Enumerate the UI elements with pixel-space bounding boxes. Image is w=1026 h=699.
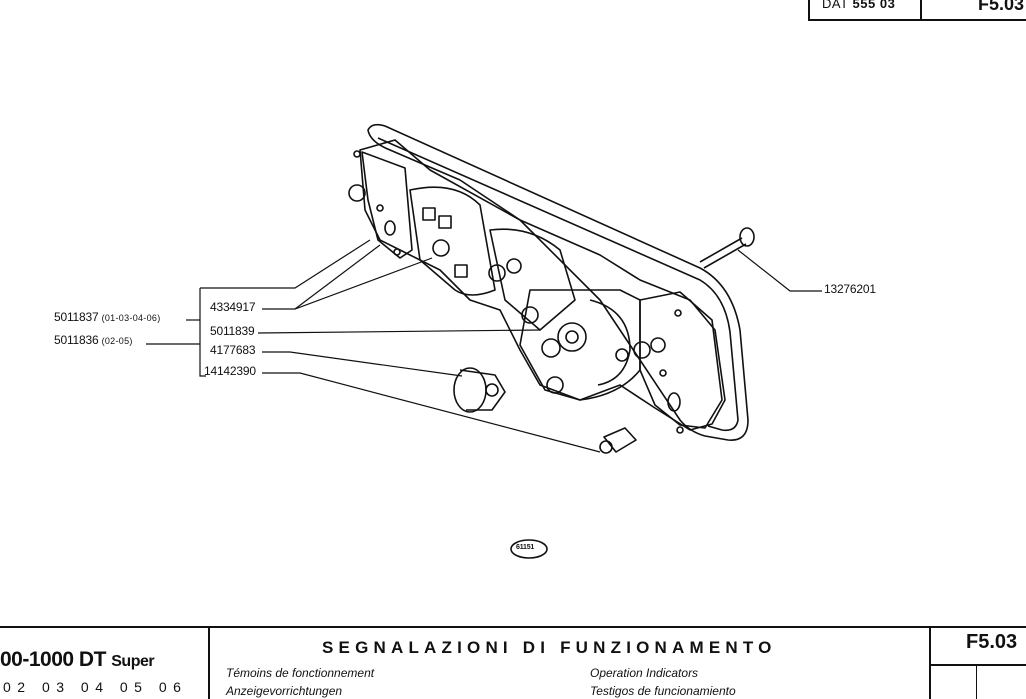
callout-bracket — [199, 288, 206, 377]
callout-5011837: 5011837 (01-03-04-06) — [54, 310, 161, 324]
model-years: 02 03 04 05 06 — [3, 679, 188, 695]
callout-5011839: 5011839 — [210, 324, 255, 338]
callout-4334917: 4334917 — [210, 300, 256, 314]
figure-number: 61151 — [516, 544, 535, 551]
bulb — [599, 427, 637, 454]
page-code: F5.03 — [978, 0, 1025, 14]
title-es: Testigos de funcionamiento — [590, 684, 736, 698]
leader-14142390 — [262, 372, 601, 453]
section-title: SEGNALAZIONI DI FUNZIONAMENTO — [322, 638, 777, 657]
leader-4334917 — [262, 257, 433, 310]
leader-13276201 — [737, 249, 822, 292]
leader-5011839 — [257, 329, 541, 334]
dial-housing-center — [489, 228, 576, 331]
footer-page-code: F5.03 — [966, 631, 1018, 653]
title-en: Operation Indicators — [590, 666, 699, 680]
callout-4177683: 4177683 — [210, 343, 256, 357]
leader-4177683 — [262, 351, 463, 377]
instrument-cluster-drawing — [146, 123, 822, 559]
figure-number-oval — [510, 539, 548, 559]
right-panel — [639, 291, 723, 429]
screw — [699, 227, 755, 269]
callout-14142390: 14142390 — [204, 364, 256, 378]
title-block: 00-1000 DT Super 02 03 04 05 06 SEGNALAZ… — [0, 626, 1026, 699]
title-de: Anzeigevorrichtungen — [226, 684, 343, 698]
dial-housing-right — [519, 289, 641, 401]
title-fr: Témoins de fonctionnement — [226, 666, 375, 680]
callout-5011836: 5011836 (02-05) — [54, 333, 133, 347]
bezel-frame — [367, 123, 749, 441]
dial-housing-left — [409, 186, 496, 296]
callout-13276201: 13276201 — [824, 282, 876, 296]
bulb-socket — [453, 367, 506, 413]
rear-housing — [359, 139, 726, 431]
model-name: 00-1000 DT Super — [0, 648, 155, 671]
